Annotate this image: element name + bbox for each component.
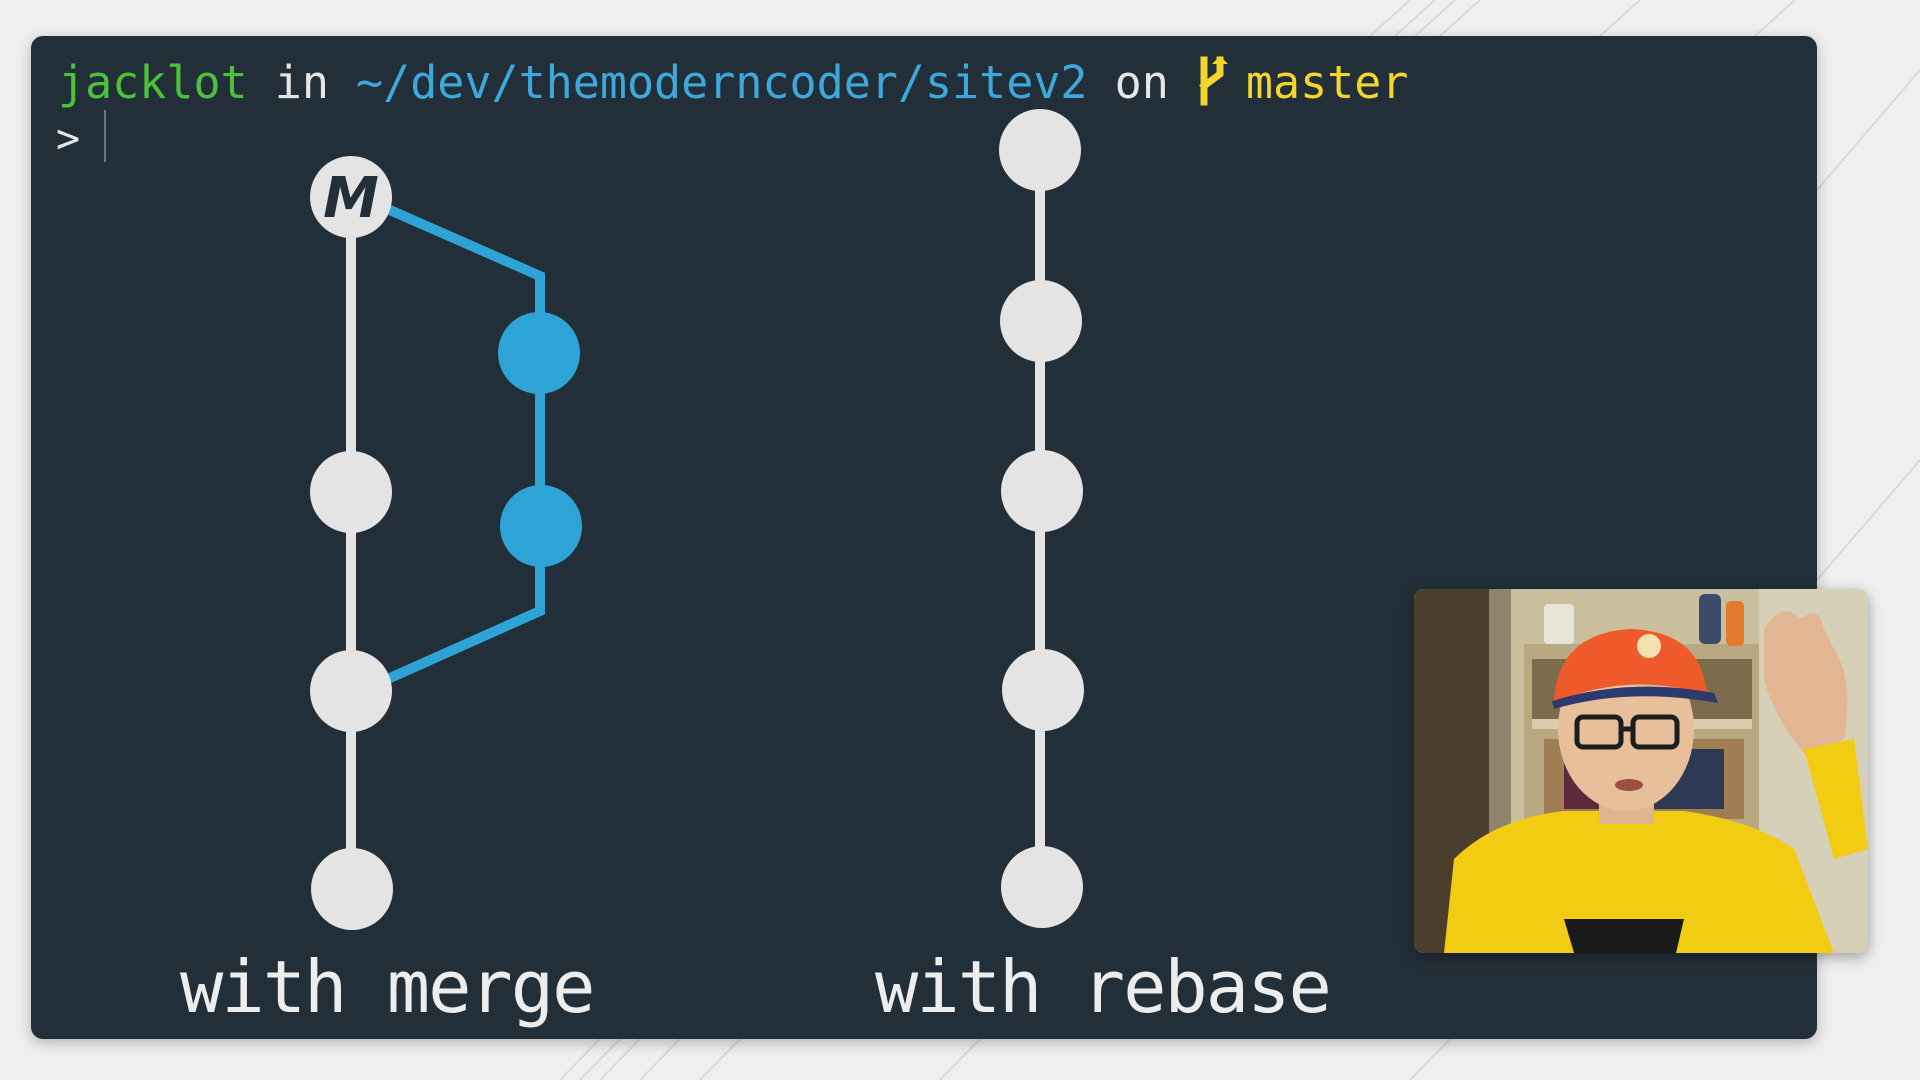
branch-commit: [500, 485, 582, 567]
branch-commit: [498, 312, 580, 394]
text-cursor[interactable]: [104, 110, 106, 162]
rebase-commit: [1002, 649, 1084, 731]
main-commit: [310, 451, 392, 533]
main-commit: [310, 650, 392, 732]
rebase-commit: [999, 109, 1081, 191]
prompt-in: in: [247, 56, 357, 109]
merge-commit: M: [310, 156, 392, 238]
merge-branch-line: [378, 202, 545, 687]
shell-prompt: jacklot in ~/dev/themoderncoder/sitev2 o…: [58, 54, 1408, 112]
git-history-diagram: M: [310, 109, 1084, 930]
input-prefix: >: [56, 116, 81, 162]
webcam-overlay: [1414, 589, 1868, 953]
presenter-video-icon: [1414, 589, 1868, 953]
caption-with-merge: with merge: [180, 945, 595, 1029]
merge-commit-label: M: [323, 166, 379, 231]
rebase-commit: [1001, 846, 1083, 928]
caption-with-rebase: with rebase: [875, 945, 1332, 1029]
main-commit: [311, 848, 393, 930]
prompt-user: jacklot: [58, 56, 248, 109]
prompt-on: on: [1087, 56, 1196, 109]
rebase-commit: [1000, 280, 1082, 362]
rebase-commit: [1001, 450, 1083, 532]
git-branch-icon: [1196, 56, 1232, 106]
prompt-branch: master: [1245, 56, 1409, 109]
prompt-path: ~/dev/themoderncoder/sitev2: [356, 56, 1088, 109]
